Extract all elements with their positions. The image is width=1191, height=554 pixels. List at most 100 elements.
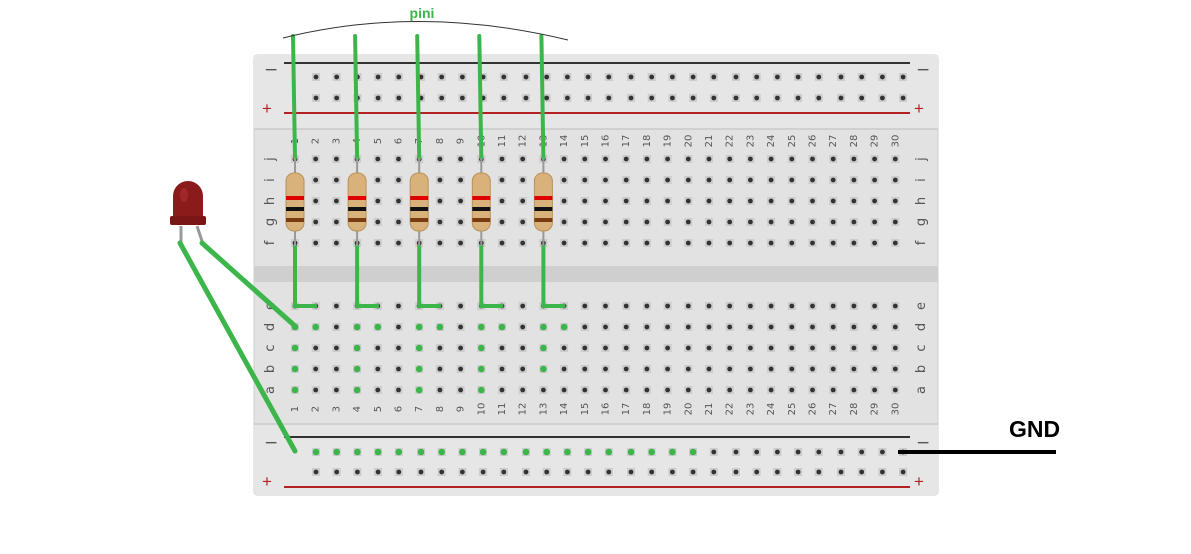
hole-pin [830, 345, 836, 351]
hole-pin [644, 387, 650, 393]
hole-pin [623, 324, 629, 330]
hole-pin [706, 177, 712, 183]
hole-pin [838, 449, 844, 455]
hole-pin [334, 345, 339, 351]
column-number: 21 [704, 135, 715, 148]
hole-pin [754, 469, 760, 475]
column-number: 25 [787, 403, 798, 416]
hole-pin [437, 177, 443, 183]
hole-pin [900, 95, 906, 101]
hole-pin [733, 469, 739, 475]
hole-pin [561, 219, 567, 225]
hole-pin [561, 156, 567, 162]
hole-pin [375, 177, 381, 183]
wire-endpoint-dot [522, 448, 530, 456]
hole-pin [851, 219, 857, 225]
hole-pin [458, 324, 463, 330]
hole-pin [561, 240, 567, 246]
hole-pin [334, 240, 339, 246]
hole-pin [810, 198, 815, 204]
hole-pin [727, 324, 733, 330]
hole-pin [711, 95, 717, 101]
column-number: 11 [497, 135, 508, 148]
wire-endpoint-dot [353, 386, 361, 394]
hole-pin [313, 345, 319, 351]
hole-pin [520, 177, 526, 183]
hole-pin [623, 177, 629, 183]
hole-pin [690, 74, 696, 80]
hole-pin [859, 95, 865, 101]
top-left-plus: + [262, 99, 272, 118]
column-number: 20 [683, 135, 694, 148]
hole-pin [458, 387, 463, 393]
hole-pin [851, 366, 857, 372]
hole-pin [460, 469, 465, 475]
hole-pin [789, 219, 795, 225]
row-letter: f [914, 240, 929, 245]
hole-pin [561, 345, 567, 351]
top-power-rail-area [254, 55, 938, 129]
hole-pin [711, 74, 717, 80]
hole-pin [603, 177, 608, 183]
hole-pin [795, 449, 801, 455]
hole-pin [665, 366, 670, 372]
hole-pin [685, 387, 691, 393]
hole-pin [396, 177, 401, 183]
hole-pin [439, 74, 445, 80]
hole-pin [334, 324, 339, 330]
resistor-to-row-e-wire [541, 245, 566, 308]
hole-pin [396, 219, 401, 225]
hole-pin [748, 177, 753, 183]
hole-pin [872, 219, 877, 225]
hole-pin [499, 240, 505, 246]
hole-pin [830, 240, 836, 246]
wire-endpoint-dot [353, 344, 361, 352]
led-cathode-wire [177, 240, 298, 454]
column-number: 30 [890, 135, 901, 148]
hole-pin [775, 74, 780, 80]
hole-pin [706, 156, 712, 162]
hole-pin [768, 156, 774, 162]
hole-pin [623, 303, 629, 309]
hole-pin [830, 324, 836, 330]
hole-pin [644, 240, 650, 246]
hole-pin [313, 219, 319, 225]
hole-pin [437, 156, 443, 162]
column-number: 6 [394, 406, 405, 412]
hole-pin [623, 387, 629, 393]
hole-pin [396, 303, 401, 309]
column-number: 2 [311, 406, 322, 412]
pini-bracket [282, 21, 569, 41]
hole-pin [313, 366, 319, 372]
hole-pin [872, 198, 877, 204]
hole-pin [685, 219, 691, 225]
hole-pin [644, 177, 650, 183]
hole-pin [665, 387, 670, 393]
column-number: 13 [538, 403, 549, 416]
hole-pin [375, 366, 381, 372]
hole-pin [789, 387, 795, 393]
row-letter: a [263, 386, 278, 394]
hole-pin [544, 95, 550, 101]
hole-pin [313, 469, 319, 475]
hole-pin [313, 198, 319, 204]
hole-pin [838, 74, 844, 80]
hole-pin [334, 156, 339, 162]
hole-pin [810, 177, 815, 183]
hole-pin [892, 387, 898, 393]
column-number: 22 [725, 135, 736, 148]
pin-wire [291, 34, 297, 160]
hole-pin [523, 469, 529, 475]
hole-pin [768, 219, 774, 225]
hole-pin [396, 324, 401, 330]
column-number: 10 [476, 403, 487, 416]
row-letter: c [914, 344, 929, 351]
center-channel [254, 266, 938, 282]
column-number: 20 [683, 403, 694, 416]
hole-pin [565, 95, 570, 101]
resistor-to-row-e-wire [417, 245, 442, 308]
wire-endpoint-dot [543, 448, 550, 456]
column-number: 23 [745, 403, 756, 416]
hole-pin [859, 469, 865, 475]
hole-pin [872, 240, 877, 246]
